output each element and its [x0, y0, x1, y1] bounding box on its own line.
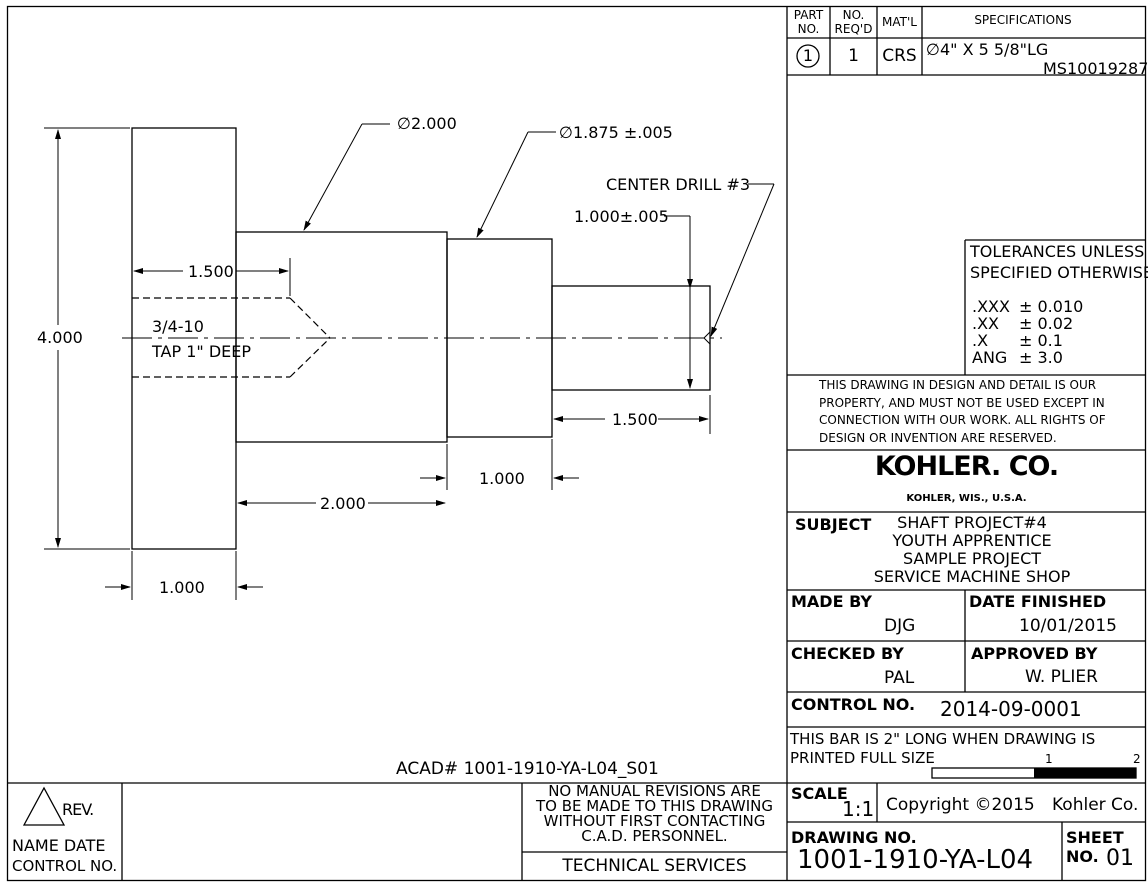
- manual-note-line: WITHOUT FIRST CONTACTING: [543, 812, 766, 830]
- bom-part-number: 1: [802, 46, 814, 65]
- bom-header-qty-b: REQ'D: [834, 22, 873, 36]
- length-left-label: 1.500: [188, 262, 234, 281]
- diameter-symbol-icon: ∅: [559, 123, 573, 142]
- copyright-text: Copyright ©2015: [886, 795, 1035, 815]
- tol-xxx-val: ± 0.010: [1019, 297, 1084, 316]
- dia-large-value: 2.000: [410, 114, 457, 133]
- bom-spec-size: ∅4" X 5 5/8"LG: [926, 40, 1049, 59]
- tol-x-val: ± 0.1: [1019, 331, 1063, 350]
- bom-spec-stock: MS10019287: [1043, 59, 1148, 78]
- bom-material: CRS: [882, 46, 917, 66]
- property-notice: THIS DRAWING IN DESIGN AND DETAIL IS OUR…: [819, 377, 1106, 447]
- length-flange-label: 1.000: [159, 578, 205, 597]
- bom-header-part-a: PART: [793, 8, 824, 22]
- dia-mid-value: 1.875 ±.005: [572, 123, 673, 142]
- manual-note-line: TO BE MADE TO THIS DRAWING: [535, 797, 774, 815]
- bom-header-specs: SPECIFICATIONS: [974, 13, 1072, 27]
- center-drill-label: CENTER DRILL #3: [606, 175, 750, 194]
- drawing-border: [6, 5, 1147, 882]
- acad-number: ACAD# 1001-1910-YA-L04_S01: [396, 759, 659, 779]
- technical-services-label: TECHNICAL SERVICES: [562, 856, 747, 876]
- tol-xx-key: .XX: [972, 314, 1000, 333]
- length-mid-label: 1.000: [479, 469, 525, 488]
- tap-size-label: 3/4-10: [152, 317, 204, 336]
- bom-header-qty-a: NO.: [842, 8, 865, 22]
- made-by-value: DJG: [884, 616, 916, 636]
- control-no-value: 2014-09-0001: [940, 697, 1082, 721]
- tap-depth-label: TAP 1" DEEP: [152, 342, 252, 361]
- sheet-no-label: NO.: [1066, 847, 1099, 866]
- scale-value: 1:1: [842, 797, 875, 821]
- bar-note-line1: THIS BAR IS 2" LONG WHEN DRAWING IS: [790, 730, 1096, 748]
- control-no-label: CONTROL NO.: [791, 695, 916, 714]
- subject-label: SUBJECT: [795, 515, 872, 534]
- date-finished-value: 10/01/2015: [1019, 616, 1117, 636]
- subject-line: YOUTH APPRENTICE: [892, 531, 1052, 550]
- tol-x-key: .X: [972, 331, 989, 350]
- control-no-rev-label: CONTROL NO.: [12, 857, 118, 875]
- sheet-value: 01: [1106, 846, 1134, 871]
- part-balloon: [796, 44, 820, 68]
- manual-note-line: NO MANUAL REVISIONS ARE: [548, 782, 761, 800]
- notice-line: DESIGN OR INVENTION ARE RESERVED.: [819, 430, 1057, 445]
- checked-by-label: CHECKED BY: [791, 644, 904, 663]
- bar-tick-2: 2: [1133, 752, 1141, 766]
- tol-ang-val: ± 3.0: [1019, 348, 1063, 367]
- subject-line: SAMPLE PROJECT: [902, 549, 1042, 568]
- approved-by-value: W. PLIER: [1025, 667, 1098, 687]
- bar-tick-1: 1: [1045, 752, 1053, 766]
- rev-triangle: [22, 786, 66, 826]
- small-dia-label: 1.000±.005: [574, 207, 669, 226]
- length-right-label: 1.500: [612, 410, 658, 429]
- subject-line: SHAFT PROJECT#4: [897, 513, 1047, 532]
- manual-note-line: C.A.D. PERSONNEL.: [581, 827, 728, 845]
- drawing-no-label: DRAWING NO.: [791, 828, 917, 847]
- tol-xx-val: ± 0.02: [1019, 314, 1074, 333]
- date-finished-label: DATE FINISHED: [969, 592, 1107, 611]
- bar-note-line2: PRINTED FULL SIZE: [790, 749, 935, 767]
- dia-1875-label: ∅1.875 ±.005: [559, 123, 673, 142]
- rev-label: REV.: [62, 800, 94, 819]
- approved-by-label: APPROVED BY: [971, 644, 1098, 663]
- drawing-no-value: 1001-1910-YA-L04: [797, 845, 1034, 875]
- bom-header-part: PART NO.: [787, 8, 830, 36]
- bom-header-matl: MAT'L: [882, 15, 917, 29]
- bom-quantity: 1: [848, 46, 859, 66]
- manual-revision-note: NO MANUAL REVISIONS ARE TO BE MADE TO TH…: [522, 784, 787, 844]
- tolerance-title-2: SPECIFIED OTHERWISE: [970, 263, 1148, 282]
- overall-length-label: 4.000: [37, 328, 83, 347]
- company-logo: KOHLER. CO.: [874, 451, 1059, 482]
- made-by-label: MADE BY: [791, 592, 872, 611]
- tol-xxx-key: .XXX: [972, 297, 1010, 316]
- subject-lines: SHAFT PROJECT#4 YOUTH APPRENTICE SAMPLE …: [862, 514, 1082, 586]
- tolerance-title-1: TOLERANCES UNLESS: [970, 242, 1145, 261]
- bom-header-part-b: NO.: [797, 22, 820, 36]
- length-step-label: 2.000: [320, 494, 366, 513]
- notice-line: PROPERTY, AND MUST NOT BE USED EXCEPT IN: [819, 395, 1105, 410]
- notice-line: CONNECTION WITH OUR WORK. ALL RIGHTS OF: [819, 413, 1106, 427]
- checked-by-value: PAL: [884, 668, 915, 688]
- tol-ang-key: ANG: [972, 348, 1008, 367]
- notice-line: THIS DRAWING IN DESIGN AND DETAIL IS OUR: [819, 378, 1097, 392]
- copyright-owner: Kohler Co.: [1052, 795, 1139, 815]
- dia-2000-label: ∅2.000: [397, 114, 457, 133]
- name-date-label: NAME DATE: [12, 836, 106, 855]
- sheet-label: SHEET: [1066, 828, 1124, 847]
- diameter-symbol-icon: ∅: [397, 114, 411, 133]
- scale-label: SCALE: [791, 784, 848, 803]
- company-location: KOHLER, WIS., U.S.A.: [906, 493, 1027, 504]
- bom-header-qty: NO. REQ'D: [830, 8, 877, 36]
- subject-line: SERVICE MACHINE SHOP: [873, 567, 1071, 586]
